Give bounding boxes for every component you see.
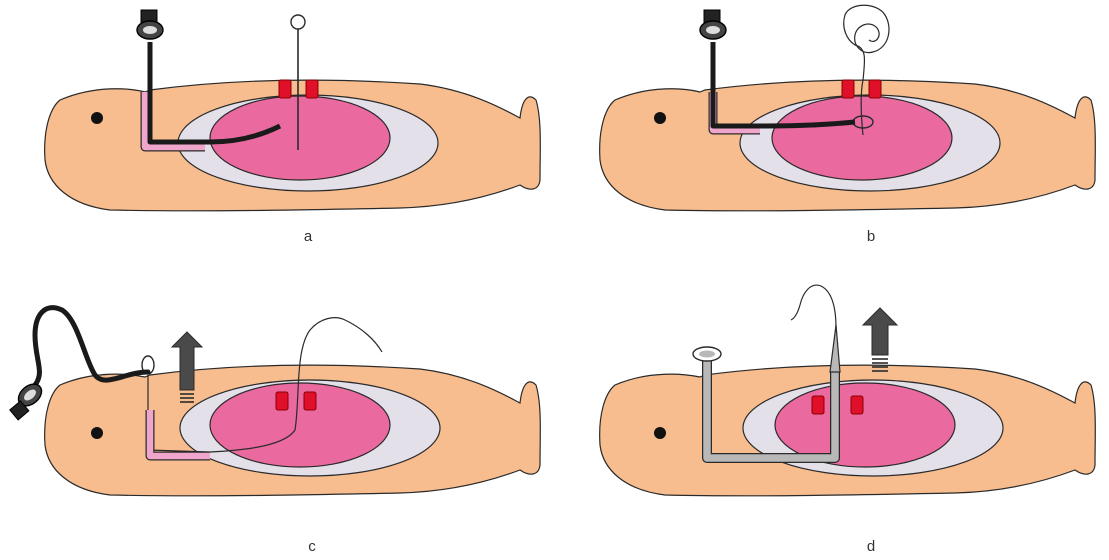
- panel-d: d: [555, 280, 1109, 560]
- eye: [654, 427, 666, 439]
- clip-right: [306, 80, 318, 98]
- panel-b-illustration: [555, 0, 1109, 280]
- clip-right: [869, 80, 881, 98]
- organ: [772, 96, 952, 180]
- needle-hub: [291, 15, 305, 29]
- clip-right: [851, 396, 863, 414]
- panel-c: c: [0, 280, 554, 560]
- up-arrow-icon: [863, 308, 897, 371]
- panel-label: c: [292, 538, 332, 555]
- panel-c-illustration: [0, 280, 554, 560]
- panel-a-illustration: [0, 0, 554, 280]
- panel-label: a: [288, 228, 328, 245]
- eye: [91, 427, 103, 439]
- clip-left: [276, 392, 288, 410]
- panel-a: a: [0, 0, 554, 280]
- clip-right: [304, 392, 316, 410]
- panel-label: b: [851, 228, 891, 245]
- dilator-tip: [830, 325, 840, 372]
- clip-left: [842, 80, 854, 98]
- organ: [210, 383, 390, 467]
- eye: [91, 112, 103, 124]
- panel-b: b: [555, 0, 1109, 280]
- black-catheter: [35, 308, 148, 385]
- guidewire: [791, 285, 836, 328]
- clip-left: [812, 396, 824, 414]
- eye: [654, 112, 666, 124]
- clip-left: [279, 80, 291, 98]
- panel-d-illustration: [555, 280, 1109, 560]
- panel-label: d: [851, 538, 891, 555]
